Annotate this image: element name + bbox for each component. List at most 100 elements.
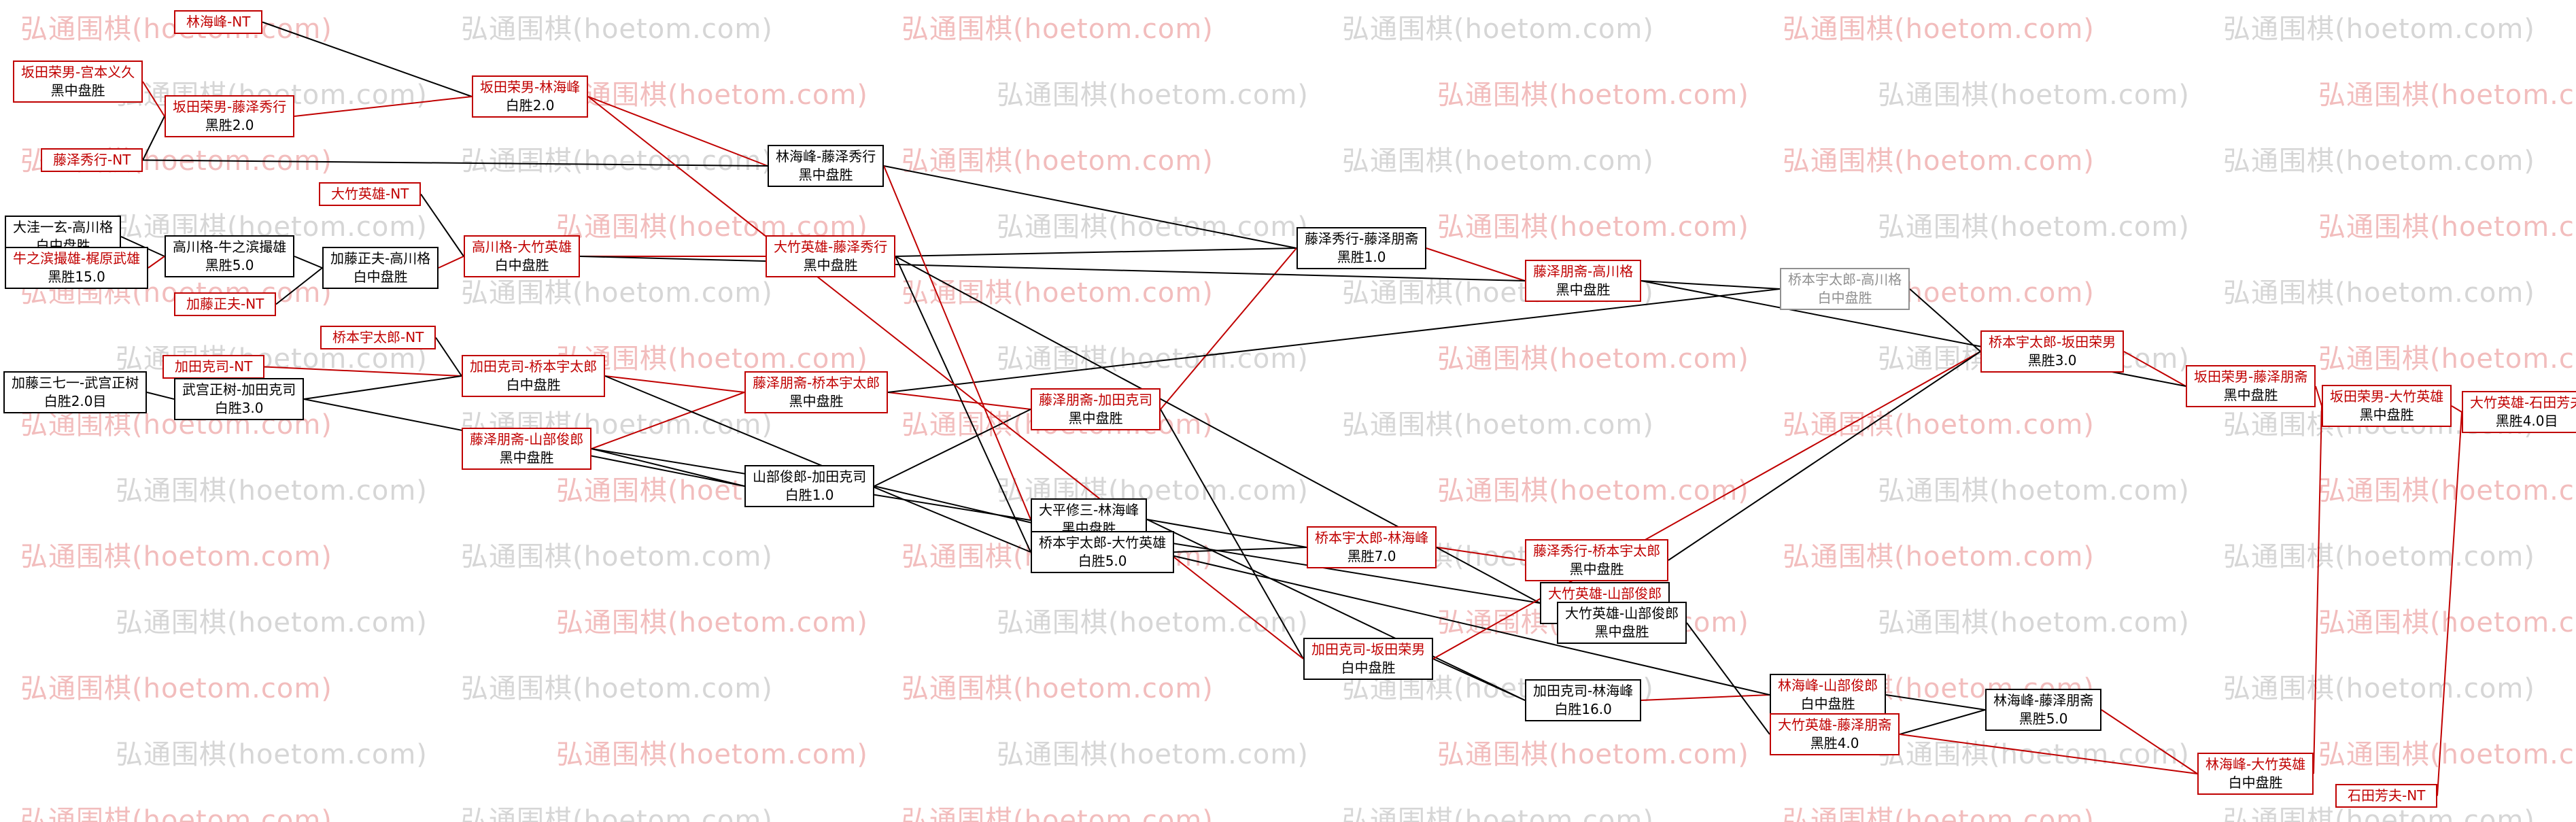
- connector-line: [148, 256, 165, 269]
- watermark-text: 弘通围棋(hoetom.com): [1878, 607, 2190, 638]
- match-players: 坂田荣男-藤泽秀行: [173, 99, 287, 115]
- match-result: 黑胜4.0目: [2495, 413, 2558, 429]
- watermark-text: 弘通围棋(hoetom.com): [901, 145, 1214, 177]
- connector-line: [142, 116, 165, 160]
- match-node: 加藤三七一-武宫正树白胜2.0目: [3, 371, 148, 413]
- match-result: 黑中盘胜: [2359, 407, 2414, 423]
- connector-line: [1432, 351, 1981, 660]
- match-players: 桥本宇太郎-大竹英雄: [1039, 534, 1167, 551]
- connector-line: [1160, 247, 1297, 410]
- match-node: 藤泽秀行-桥本宇太郎黑中盘胜: [1525, 539, 1669, 581]
- match-players: 大竹英雄-山部俊郎: [1548, 585, 1662, 602]
- match-players: 武宫正树-加田克司: [182, 381, 296, 398]
- match-node: 牛之滨撮雄-梶原武雄黑胜15.0: [5, 247, 149, 289]
- match-players: 大竹英雄-山部俊郎: [1565, 605, 1679, 621]
- match-result: 白中盘胜: [506, 377, 561, 393]
- match-node: 桥本宇太郎-林海峰黑胜7.0: [1307, 526, 1437, 568]
- watermark-text: 弘通围棋(hoetom.com): [1783, 145, 2095, 177]
- watermark-text: 弘通围棋(hoetom.com): [997, 80, 1309, 111]
- watermark-text: 弘通围棋(hoetom.com): [2223, 14, 2535, 45]
- match-result: 黑胜7.0: [1347, 548, 1396, 564]
- connector-line: [438, 256, 464, 269]
- match-players: 大洼一玄-高川格: [13, 219, 114, 235]
- match-players: 林海峰-NT: [186, 14, 251, 30]
- watermark-text: 弘通围棋(hoetom.com): [1342, 145, 1654, 177]
- match-node: 桥本宇太郎-坂田荣男黑胜3.0: [1980, 330, 2125, 373]
- match-players: 大竹英雄-NT: [331, 186, 409, 202]
- match-result: 黑中盘胜: [2223, 387, 2278, 403]
- match-players: 坂田荣男-林海峰: [480, 79, 581, 95]
- connector-line: [895, 247, 1297, 257]
- watermark-text: 弘通围棋(hoetom.com): [901, 277, 1214, 309]
- connector-line: [420, 193, 464, 257]
- match-players: 坂田荣男-宫本义久: [21, 64, 135, 80]
- watermark-text: 弘通围棋(hoetom.com): [2318, 211, 2576, 243]
- watermark-text: 弘通围棋(hoetom.com): [1437, 211, 1749, 243]
- watermark-text: 弘通围棋(hoetom.com): [997, 607, 1309, 638]
- match-players: 牛之滨撮雄-梶原武雄: [13, 250, 141, 267]
- match-result: 白胜2.0: [505, 97, 555, 114]
- match-result: 白胜2.0目: [44, 393, 107, 409]
- match-players: 藤泽朋斋-桥本宇太郎: [753, 375, 880, 391]
- match-players: 藤泽秀行-NT: [53, 152, 131, 168]
- match-result: 黑中盘胜: [1569, 561, 1624, 577]
- match-players: 林海峰-藤泽秀行: [776, 148, 876, 165]
- connector-line: [1909, 288, 1981, 352]
- watermark-text: 弘通围棋(hoetom.com): [1437, 739, 1749, 770]
- connector-line: [1426, 247, 1526, 281]
- match-node: 加田克司-桥本宇太郎白中盘胜: [462, 355, 606, 397]
- watermark-text: 弘通围棋(hoetom.com): [1878, 475, 2190, 507]
- match-players: 加藤三七一-武宫正树: [12, 375, 139, 391]
- match-node: 林海峰-大竹英雄白中盘胜: [2197, 753, 2314, 795]
- watermark-text: 弘通围棋(hoetom.com): [1342, 409, 1654, 441]
- connector-line: [1641, 280, 1781, 290]
- connector-line: [2123, 351, 2186, 387]
- connector-line: [1668, 351, 1981, 561]
- connector-line: [1146, 519, 1307, 548]
- match-result: 黑中盘胜: [499, 449, 554, 466]
- match-node: 大竹英雄-山部俊郎黑中盘胜: [1557, 602, 1687, 644]
- match-players: 林海峰-大竹英雄: [2205, 756, 2306, 772]
- match-node: 大竹英雄-藤泽秀行黑中盘胜: [766, 235, 896, 277]
- connector-line: [604, 375, 1031, 553]
- watermark-text: 弘通围棋(hoetom.com): [901, 14, 1214, 45]
- connector-line: [895, 256, 1031, 553]
- match-players: 山部俊郎-加田克司: [753, 468, 867, 485]
- match-result: 白中盘胜: [1800, 696, 1855, 712]
- match-node: 加藤正夫-高川格白中盘胜: [322, 247, 439, 289]
- match-players: 大竹英雄-藤泽朋斋: [1778, 717, 1892, 733]
- match-players: 桥本宇太郎-林海峰: [1315, 530, 1429, 546]
- match-players: 高川格-牛之滨撮雄: [173, 239, 287, 255]
- match-node: 高川格-大竹英雄白中盘胜: [464, 235, 581, 277]
- connector-line: [262, 21, 473, 97]
- watermark-text: 弘通围棋(hoetom.com): [997, 343, 1309, 375]
- watermark-text: 弘通围棋(hoetom.com): [461, 805, 773, 822]
- match-node: 藤泽朋斋-加田克司黑中盘胜: [1031, 388, 1161, 430]
- match-result: 黑胜5.0: [2019, 710, 2068, 727]
- watermark-text: 弘通围棋(hoetom.com): [1783, 541, 2095, 572]
- connector-line: [2451, 405, 2462, 413]
- match-players: 大平修三-林海峰: [1039, 502, 1139, 518]
- watermark-text: 弘通围棋(hoetom.com): [1437, 343, 1749, 375]
- match-node: 高川格-牛之滨撮雄黑胜5.0: [165, 235, 295, 277]
- watermark-text: 弘通围棋(hoetom.com): [116, 739, 428, 770]
- match-result: 黑中盘胜: [789, 393, 844, 409]
- watermark-text: 弘通围棋(hoetom.com): [1342, 805, 1654, 822]
- match-node: 林海峰-NT: [174, 10, 263, 34]
- connector-line: [587, 96, 1304, 660]
- match-players: 石田芳夫-NT: [2348, 787, 2426, 804]
- connector-line: [142, 81, 165, 117]
- match-node: 石田芳夫-NT: [2335, 784, 2438, 808]
- match-players: 坂田荣男-大竹英雄: [2330, 388, 2444, 405]
- match-node: 坂田荣男-林海峰白胜2.0: [472, 75, 589, 118]
- match-players: 加藤正夫-高川格: [330, 250, 431, 267]
- connector-line: [1436, 547, 1526, 561]
- match-players: 林海峰-藤泽朋斋: [1993, 692, 2094, 708]
- match-players: 桥本宇太郎-NT: [332, 329, 424, 345]
- match-result: 黑中盘胜: [803, 257, 858, 273]
- connector-line: [1686, 622, 1770, 735]
- watermark-text: 弘通围棋(hoetom.com): [1783, 14, 2095, 45]
- match-players: 藤泽朋斋-高川格: [1533, 263, 1634, 279]
- connector-line: [142, 159, 768, 167]
